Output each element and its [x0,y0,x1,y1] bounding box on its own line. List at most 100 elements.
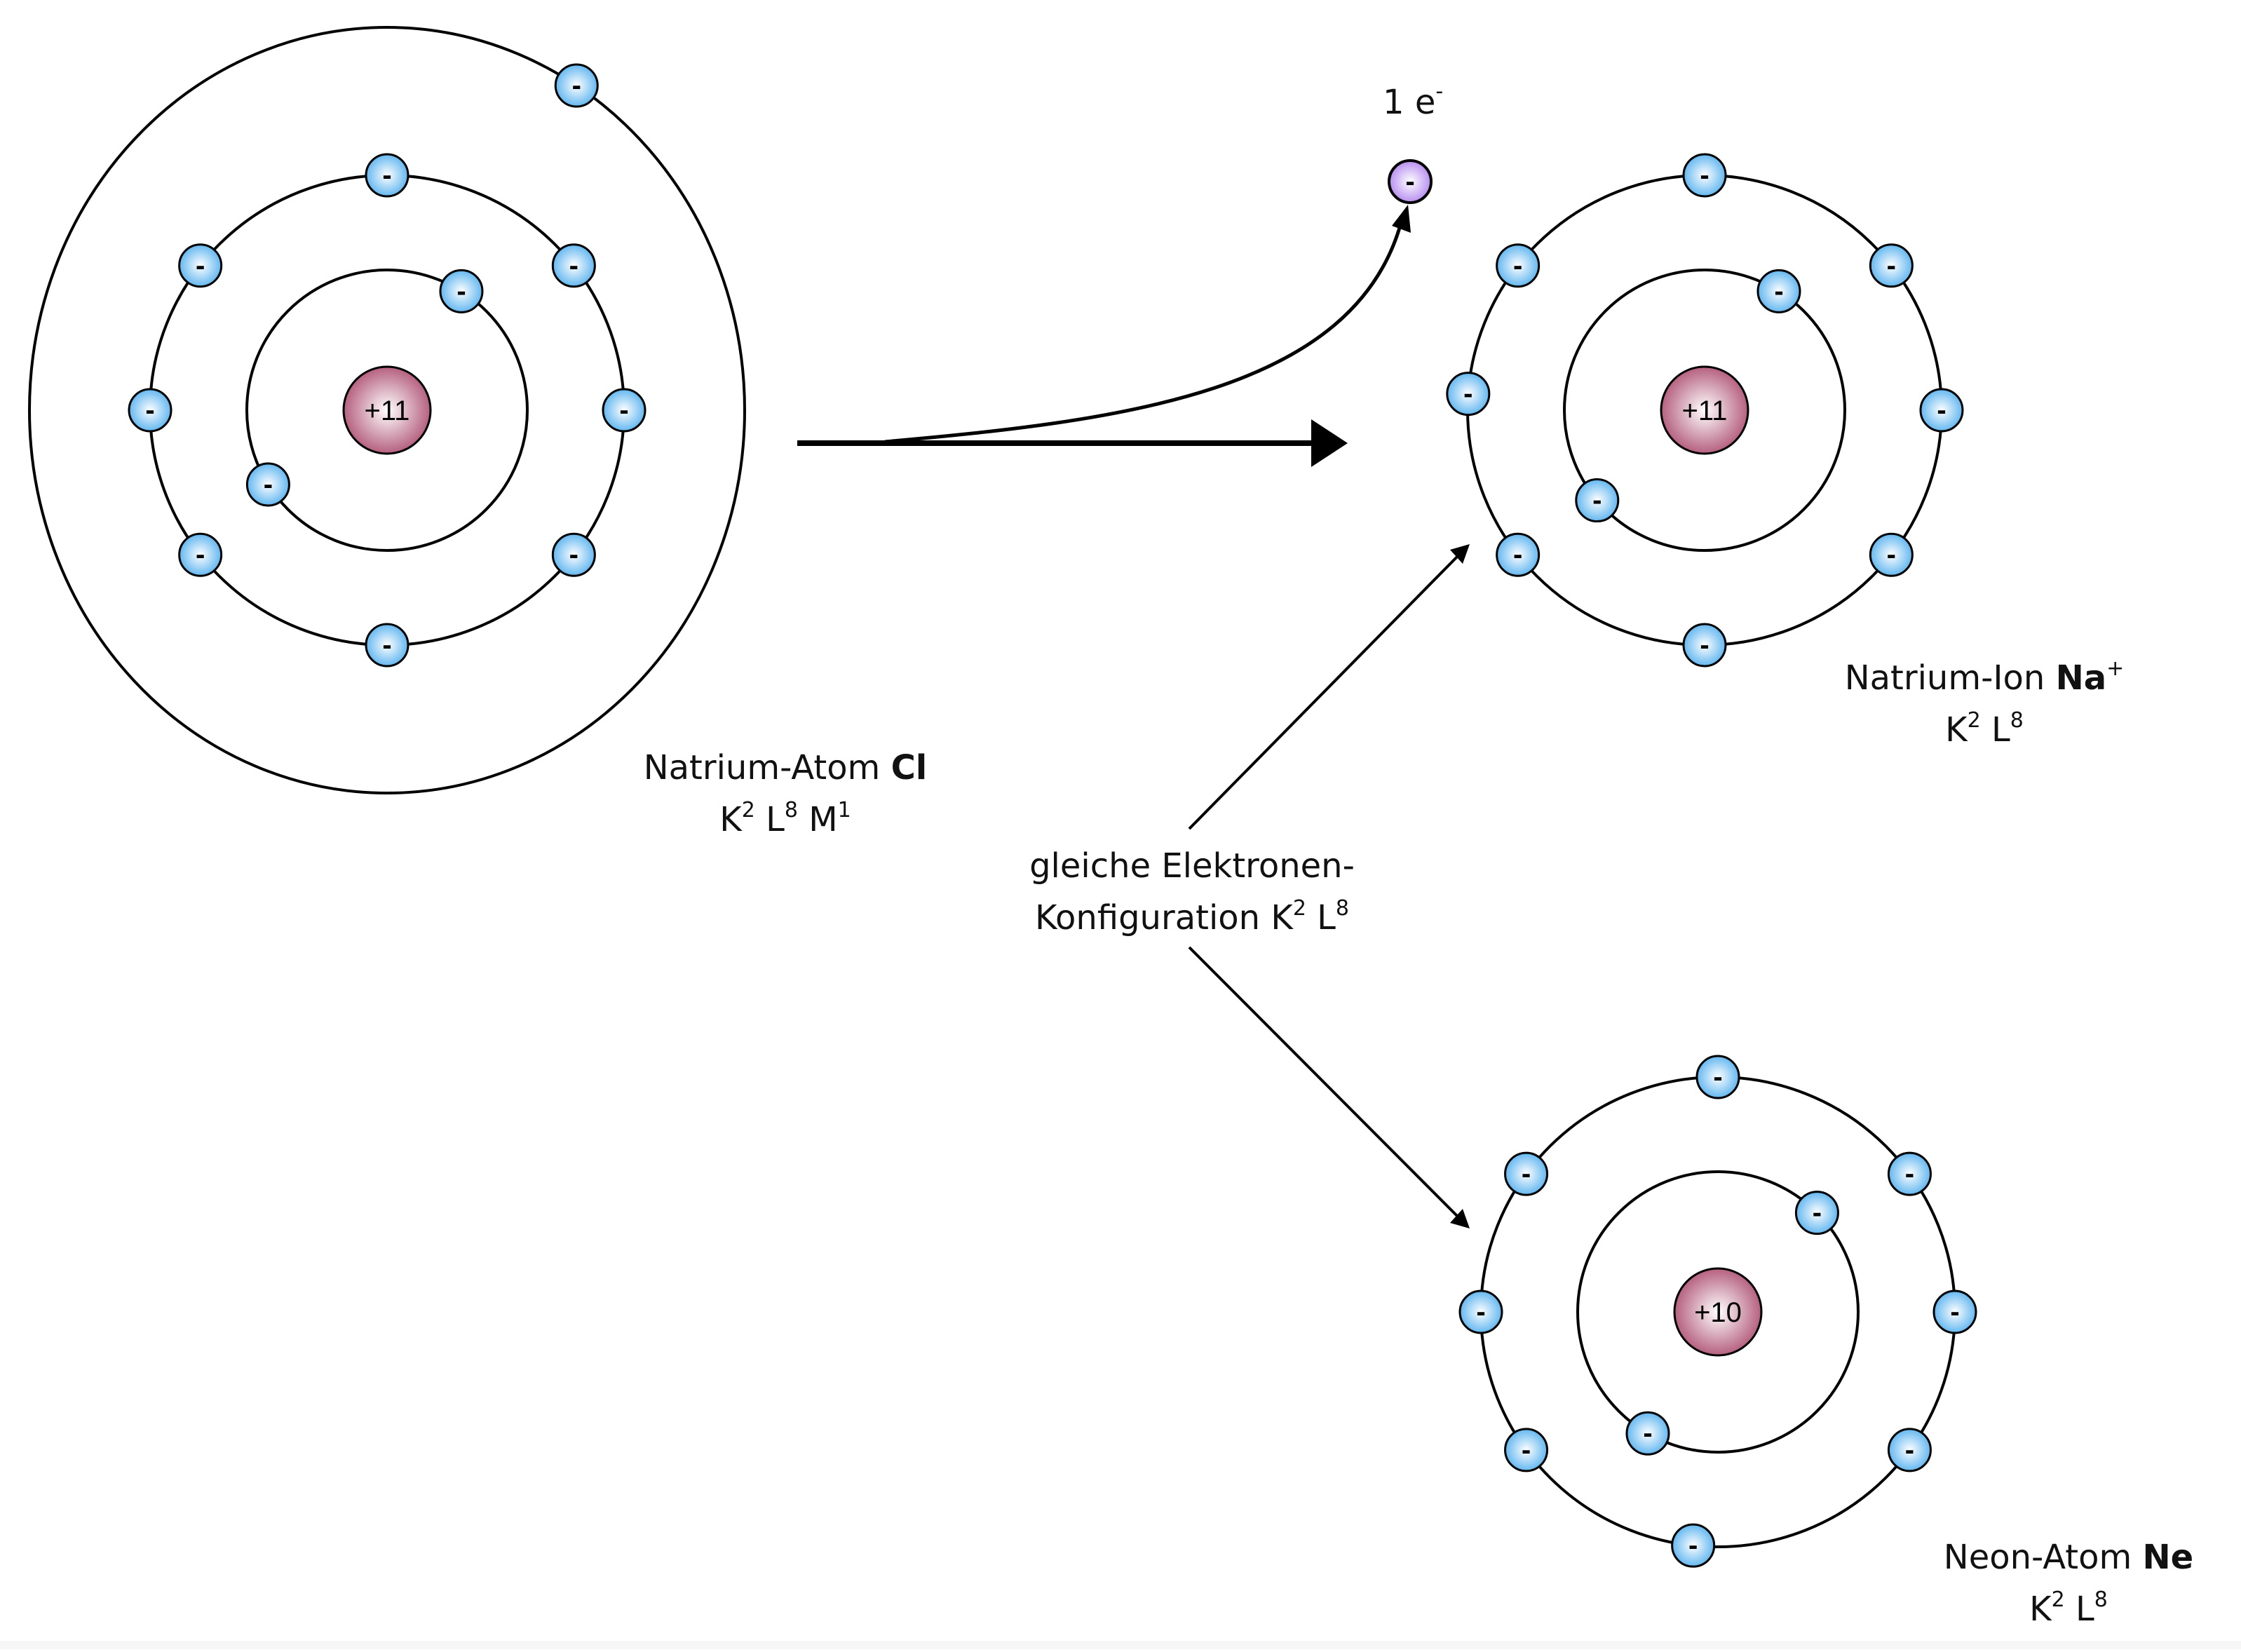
electron-icon [439,269,484,313]
caption-line-2: Konfiguration K2 L8 [1034,896,1350,938]
electron-icon [1682,153,1727,198]
electron: - [551,532,596,577]
electron-sign: - [1887,250,1896,281]
sodium-atom: +11----------- [28,26,746,794]
electron: - [551,243,596,288]
shell-k [1576,1170,1860,1454]
electron-sign: - [1700,160,1709,191]
electron: - [439,269,484,313]
electron-sign: - [1713,1062,1722,1092]
electron-sign: - [1513,250,1522,281]
electron-sign: - [1463,379,1472,409]
caption-arrow-to-neon-head-icon [1450,1209,1470,1228]
electron-icon [554,63,599,108]
electron: - [1575,478,1620,523]
electron-sign: - [1522,1435,1531,1465]
electron-sign: - [1522,1158,1531,1189]
electron-sign: - [1476,1296,1485,1327]
nucleus-charge: +11 [1682,395,1728,426]
neon-atom-label: Neon-Atom Ne K2 L8 [1893,1531,2241,1635]
electron: - [1695,1055,1740,1099]
sodium-ion-symbol: Na [2055,658,2107,698]
electron: - [1869,532,1914,577]
electron-sign: - [1700,630,1709,661]
free-electron-count: 1 [1383,83,1404,122]
caption-arrow-to-ion-head-icon [1450,544,1470,564]
electron-sign: - [1774,276,1783,306]
nucleus: +11 [342,365,432,455]
electron-icon [1932,1289,1977,1334]
electron-icon [1794,1191,1839,1235]
electron: - [1496,243,1541,288]
free-electron-icon [1388,159,1433,204]
electron-icon [1756,269,1801,313]
sodium-atom-config: K2 L8 M1 [719,798,851,840]
electron: - [1794,1191,1839,1235]
electron: - [128,388,172,433]
electron: - [365,153,409,198]
electron-sign: - [382,630,391,661]
electron: - [1496,532,1541,577]
electron-icon [1458,1289,1503,1334]
free-electron-label: 1 e- [1383,81,1443,123]
electron-sign: - [1905,1158,1914,1189]
electron: - [554,63,599,108]
electron-sign: - [619,395,628,426]
electron-icon [178,532,223,577]
electron-icon [245,462,290,507]
electron-icon [1671,1523,1716,1568]
electron: - [178,243,223,288]
electron-sign: - [569,250,578,281]
free-electron-charge: - [1435,79,1444,104]
nucleus-charge: +11 [365,395,410,426]
electron: - [1932,1289,1977,1334]
nucleus-icon [1673,1267,1763,1357]
caption-line-1: gleiche Elektronen- [1029,846,1355,886]
electron-release-arrow [884,222,1403,444]
electron-sign: - [1513,539,1522,570]
neon-atom-name: Neon-Atom Ne [1943,1538,2194,1577]
neon-atom-config: K2 L8 [2029,1587,2108,1630]
neon-atom: +10---------- [1458,1055,1977,1568]
free-electron: - [1388,159,1433,204]
electron: - [1682,623,1727,668]
electron: - [1756,269,1801,313]
electron-icon [1575,478,1620,523]
electron-sign: - [456,276,466,306]
same-configuration-caption: gleiche Elektronen- Konfiguration K2 L8 [996,840,1388,944]
electron: - [1682,153,1727,198]
electron: - [1504,1151,1549,1196]
electron-icon [1504,1151,1549,1196]
shell-k [245,269,529,552]
electron: - [1446,372,1491,417]
electron-icon [551,532,596,577]
electron-release-arrow-head-icon [1392,205,1411,233]
electron-icon [1625,1411,1670,1456]
electron-sign: - [1937,395,1946,426]
electron-icon [1887,1428,1932,1472]
bottom-strip [0,1641,2241,1649]
caption-arrow-to-ion [1188,554,1460,830]
sodium-ion-name: Natrium-Ion Na+ [1844,656,2125,698]
electron: - [1869,243,1914,288]
electron: - [1919,388,1964,433]
electron-sign: - [572,70,581,101]
electron-icon [1496,243,1541,288]
electron: - [1887,1428,1932,1472]
sodium-ion-label: Natrium-Ion Na+ K2 L8 [1809,652,2160,756]
shell-m [28,26,746,794]
shell-k [1563,269,1846,552]
electron-sign: - [196,250,205,281]
sodium-atom-symbol: Cl [891,748,928,787]
electron: - [245,462,290,507]
main-reaction-arrow-head-icon [1311,419,1348,467]
nucleus-icon [342,365,432,455]
electron-sign: - [1905,1435,1914,1465]
sodium-ion: +11 - - - - - - - - - - [1446,153,1964,668]
sodium-atom-label: Natrium-Atom Cl K2 L8 M1 [610,742,961,846]
neon-atom-symbol: Ne [2142,1538,2194,1577]
electron: - [602,388,646,433]
electron: - [365,623,409,668]
electron-icon [1869,243,1914,288]
